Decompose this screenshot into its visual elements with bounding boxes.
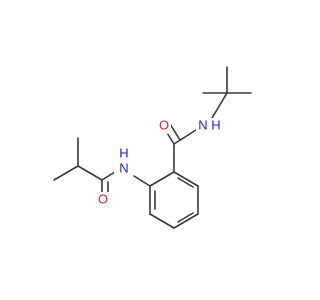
bond-tbu-to-n <box>211 92 228 119</box>
bond-ch-methyl-left <box>53 165 79 181</box>
bond-ring-1 <box>149 171 175 187</box>
structure-canvas: O N H H N O <box>53 66 252 229</box>
atom-o-top: O <box>159 117 169 132</box>
bond-ring-4 <box>173 213 199 229</box>
bond-carbonyl-o-top-2 <box>169 123 181 141</box>
bond-ring-6 <box>173 171 199 187</box>
atom-n-left: N <box>119 160 128 175</box>
atom-h-top: H <box>211 117 220 132</box>
bond-ring-inner-3 <box>177 177 194 188</box>
bond-carbonyl-ch <box>77 165 103 181</box>
bonds <box>53 66 252 229</box>
atom-o-left: O <box>98 191 108 206</box>
bond-ring-3 <box>149 213 175 229</box>
atom-h-left: H <box>119 145 128 160</box>
atom-n-top: N <box>198 117 207 132</box>
bond-ring-inner-2 <box>177 212 194 223</box>
bond-ring-nh <box>133 175 151 187</box>
atom-labels: O N H H N O <box>96 117 224 208</box>
molecule-diagram: O N H H N O <box>53 66 252 229</box>
bond-n-carbonyl-top <box>173 129 197 145</box>
